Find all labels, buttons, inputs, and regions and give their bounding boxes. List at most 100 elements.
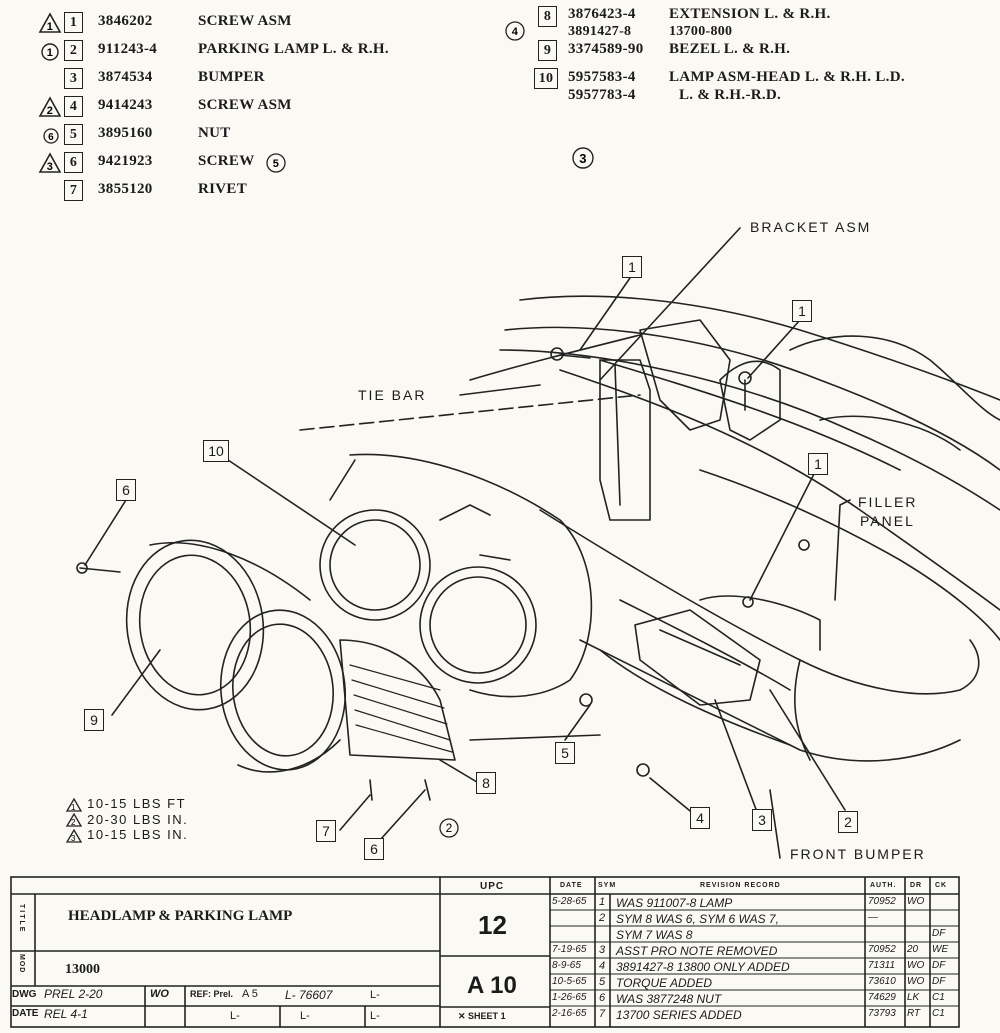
callout-7: 7 (316, 820, 336, 842)
revision-date: 2-16-65 (552, 1008, 587, 1019)
ref-number: 1 (64, 12, 83, 33)
drawing-title: HEADLAMP & PARKING LAMP (68, 908, 293, 924)
circle-mark-3: 3 (571, 146, 597, 175)
callout-10: 10 (203, 440, 229, 462)
sheet-number: 1 (500, 1011, 506, 1021)
ref-number: 10 (534, 68, 558, 89)
rev-header-date: DATE (560, 882, 583, 889)
exploded-view-diagram (76, 227, 1000, 859)
note-mark: 1 (47, 47, 53, 59)
date-label: DATE (12, 1008, 39, 1019)
note-mark: 6 (48, 132, 54, 143)
circle-mark-2: 2 (438, 817, 462, 844)
triangle-note-icon: 1 (38, 12, 62, 37)
revision-dr: LK (907, 992, 920, 1003)
sheet-label: ✕ SHEET 1 (458, 1011, 506, 1022)
revision-record: ASST PRO NOTE REMOVED (616, 944, 778, 958)
rev-header-sym: SYM (598, 882, 617, 889)
circle-note-icon: 1 (40, 41, 62, 66)
part-name: PARKING LAMP L. & R.H. (198, 41, 389, 57)
rev-header-ck: CK (935, 882, 948, 889)
part-name-alt: L. & R.H.-R.D. (679, 87, 782, 103)
filler-panel-label-2: PANEL (860, 513, 915, 529)
torque-notes: 1 10-15 LBS FT 2 20-30 LBS IN. 3 10-15 L… (65, 796, 189, 843)
circle-note-icon: 6 (41, 126, 63, 151)
mark-text: 2 (446, 821, 453, 835)
ref-number: 5 (64, 124, 83, 145)
revision-record: WAS 911007-8 LAMP (616, 896, 733, 910)
revision-record: 3891427-8 13800 ONLY ADDED (616, 960, 790, 974)
revision-auth: 71311 (868, 960, 896, 971)
ref-label: REF: Prel. (190, 989, 234, 999)
revision-sym: 2 (599, 912, 606, 924)
revision-auth: — (868, 912, 878, 923)
triangle-note-icon: 2 (38, 96, 62, 121)
callout-5: 5 (555, 742, 575, 764)
callout-8: 8 (476, 772, 496, 794)
revision-dr: WO (907, 960, 925, 971)
revision-dr: WO (907, 976, 925, 987)
ref-number: 9 (538, 40, 557, 61)
revision-sym: 1 (599, 896, 606, 908)
l-blank: L- (230, 1010, 240, 1022)
revision-auth: 73610 (868, 976, 896, 987)
revision-date: 10-5-65 (552, 976, 587, 987)
callout-1: 1 (622, 256, 642, 278)
svg-text:2: 2 (71, 818, 77, 827)
revision-ck: DF (932, 928, 946, 939)
revision-record: WAS 3877248 NUT (616, 992, 722, 1006)
torque-note-3: 3 10-15 LBS IN. (65, 827, 188, 843)
revision-ck: DF (932, 976, 946, 987)
callout-4: 4 (690, 807, 710, 829)
part-number: 911243-4 (98, 41, 158, 57)
part-name: EXTENSION L. & R.H. (669, 6, 831, 22)
revision-sym: 7 (599, 1008, 606, 1020)
bracket-asm-label: BRACKET ASM (750, 219, 872, 235)
part-number: 9414243 (98, 97, 153, 113)
revision-dr: WO (907, 896, 925, 907)
l-blank: L- (300, 1010, 310, 1022)
ref-number: 8 (538, 6, 557, 27)
title-block-grid (10, 876, 960, 1028)
torque-note-1: 1 10-15 LBS FT (65, 796, 188, 812)
part-name-alt: 13700-800 (669, 24, 733, 39)
upc-number: 12 (478, 910, 507, 940)
revision-record: SYM 7 WAS 8 (616, 928, 693, 942)
part-number: 3855120 (98, 181, 153, 197)
ref-number: 3 (64, 68, 83, 89)
revision-ck: DF (932, 960, 946, 971)
part-number: 5957583-4 (568, 69, 636, 85)
note-mark: 2 (47, 105, 53, 117)
part-number: 3846202 (98, 13, 153, 29)
revision-date: 5-28-65 (552, 896, 587, 907)
callout-1: 1 (792, 300, 812, 322)
sheet-label-text: SHEET (468, 1011, 499, 1021)
mark-text: 3 (579, 151, 587, 166)
page-number: A 10 (467, 972, 517, 999)
revision-ck: WE (932, 944, 949, 955)
filler-panel-label-1: FILLER (858, 494, 918, 510)
ref-number: 2 (64, 40, 83, 61)
dwg-label: DWG (12, 989, 37, 1000)
revision-sym: 5 (599, 976, 606, 988)
tie-bar-label: TIE BAR (358, 387, 427, 403)
revision-dr: RT (907, 1008, 921, 1019)
part-name: BUMPER (198, 69, 265, 85)
revision-record: TORQUE ADDED (616, 976, 713, 990)
l-blank: L- (370, 1010, 380, 1022)
dwg-initials: WO (150, 988, 169, 1000)
part-number: 3876423-4 (568, 6, 636, 22)
part-number-alt: 5957783-4 (568, 87, 636, 103)
revision-dr: 20 (907, 944, 919, 955)
model-number: 13000 (65, 962, 100, 977)
title-block: TITLE MOD HEADLAMP & PARKING LAMP 13000 … (10, 876, 960, 1028)
revision-auth: 70952 (868, 944, 896, 955)
callout-3: 3 (752, 809, 772, 831)
part-number-alt: 3891427-8 (568, 24, 632, 39)
torque-text: 20-30 LBS IN. (87, 811, 189, 827)
front-bumper-label: FRONT BUMPER (790, 846, 926, 862)
revision-record: 13700 SERIES ADDED (616, 1008, 742, 1022)
revision-date: 7-19-65 (552, 944, 587, 955)
revision-date: 1-26-65 (552, 992, 587, 1003)
